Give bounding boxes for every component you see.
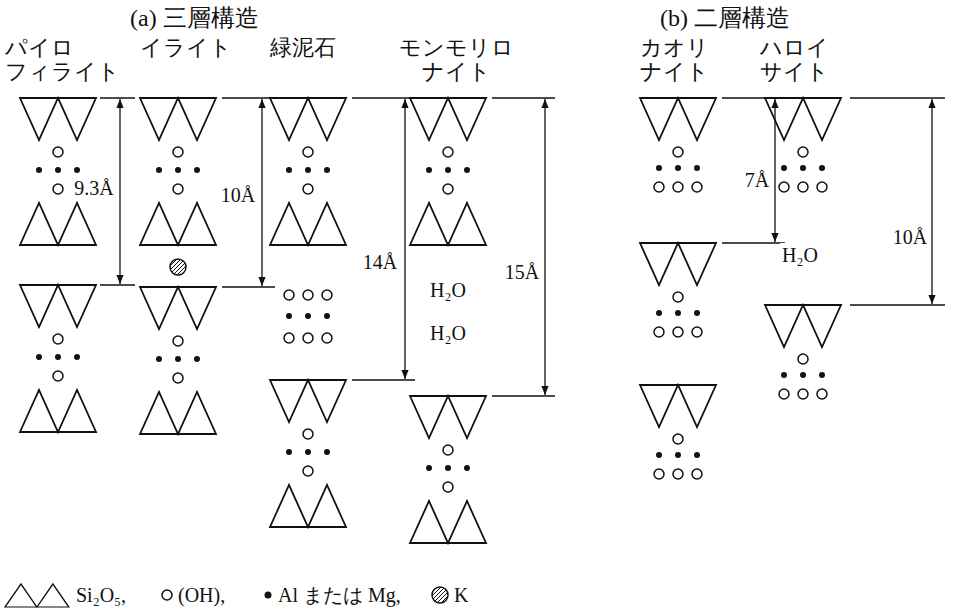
three-layer-sheet [20, 285, 96, 432]
three-layer-sheet [20, 98, 96, 245]
mineral-name: ハロイ サイト [760, 36, 877, 84]
two-layer-sheet [640, 243, 716, 337]
interlayer-water: H₂O [428, 278, 468, 302]
two-layer-sheet [765, 305, 841, 399]
dimension-label: 15Å [503, 260, 541, 284]
three-layer-sheet [140, 98, 216, 245]
two-layer-sheet [640, 385, 716, 479]
legend-text: Si₂O₅, [76, 583, 126, 607]
mineral-name: モンモリロ ナイト [398, 36, 515, 84]
three-layer-sheet [410, 98, 486, 245]
legend-sample-silicate [5, 584, 69, 607]
two-layer-sheet [640, 98, 716, 192]
brucite-layer [284, 290, 332, 343]
interlayer-water: H₂O [428, 321, 468, 345]
mineral-name: 緑泥石 [270, 36, 336, 60]
three-layer-sheet [270, 380, 346, 527]
mineral-name: カオリ ナイト [640, 36, 757, 84]
legend-sample-cation [265, 592, 272, 599]
dimension-line [850, 98, 945, 305]
legend-text: Al または Mg, [278, 583, 401, 607]
dimension-label: 9.3Å [72, 176, 115, 200]
three-layer-sheet [140, 287, 216, 434]
legend-sample-hydroxyl [162, 590, 172, 600]
dimension-line [492, 98, 555, 396]
mineral-name: パイロ フィライト [5, 36, 122, 84]
dimension-label: 7Å [743, 168, 771, 192]
legend-sample-potassium [432, 587, 448, 603]
legend-text: K [454, 583, 468, 607]
three-layer-sheet [410, 396, 486, 543]
interlayer-water: H₂O [780, 243, 820, 267]
three-layer-sheet [270, 98, 346, 245]
section-heading: (b) 二層構造 [660, 6, 790, 30]
section-heading: (a) 三層構造 [130, 6, 259, 30]
dimension-label: 10Å [219, 183, 257, 207]
dimension-label: 10Å [891, 225, 929, 249]
two-layer-sheet [765, 98, 841, 192]
legend-text: (OH), [178, 583, 225, 607]
mineral-name: イライト [140, 36, 232, 60]
dimension-line [352, 98, 415, 380]
potassium-ion [170, 259, 186, 275]
dimension-label: 14Å [361, 250, 399, 274]
